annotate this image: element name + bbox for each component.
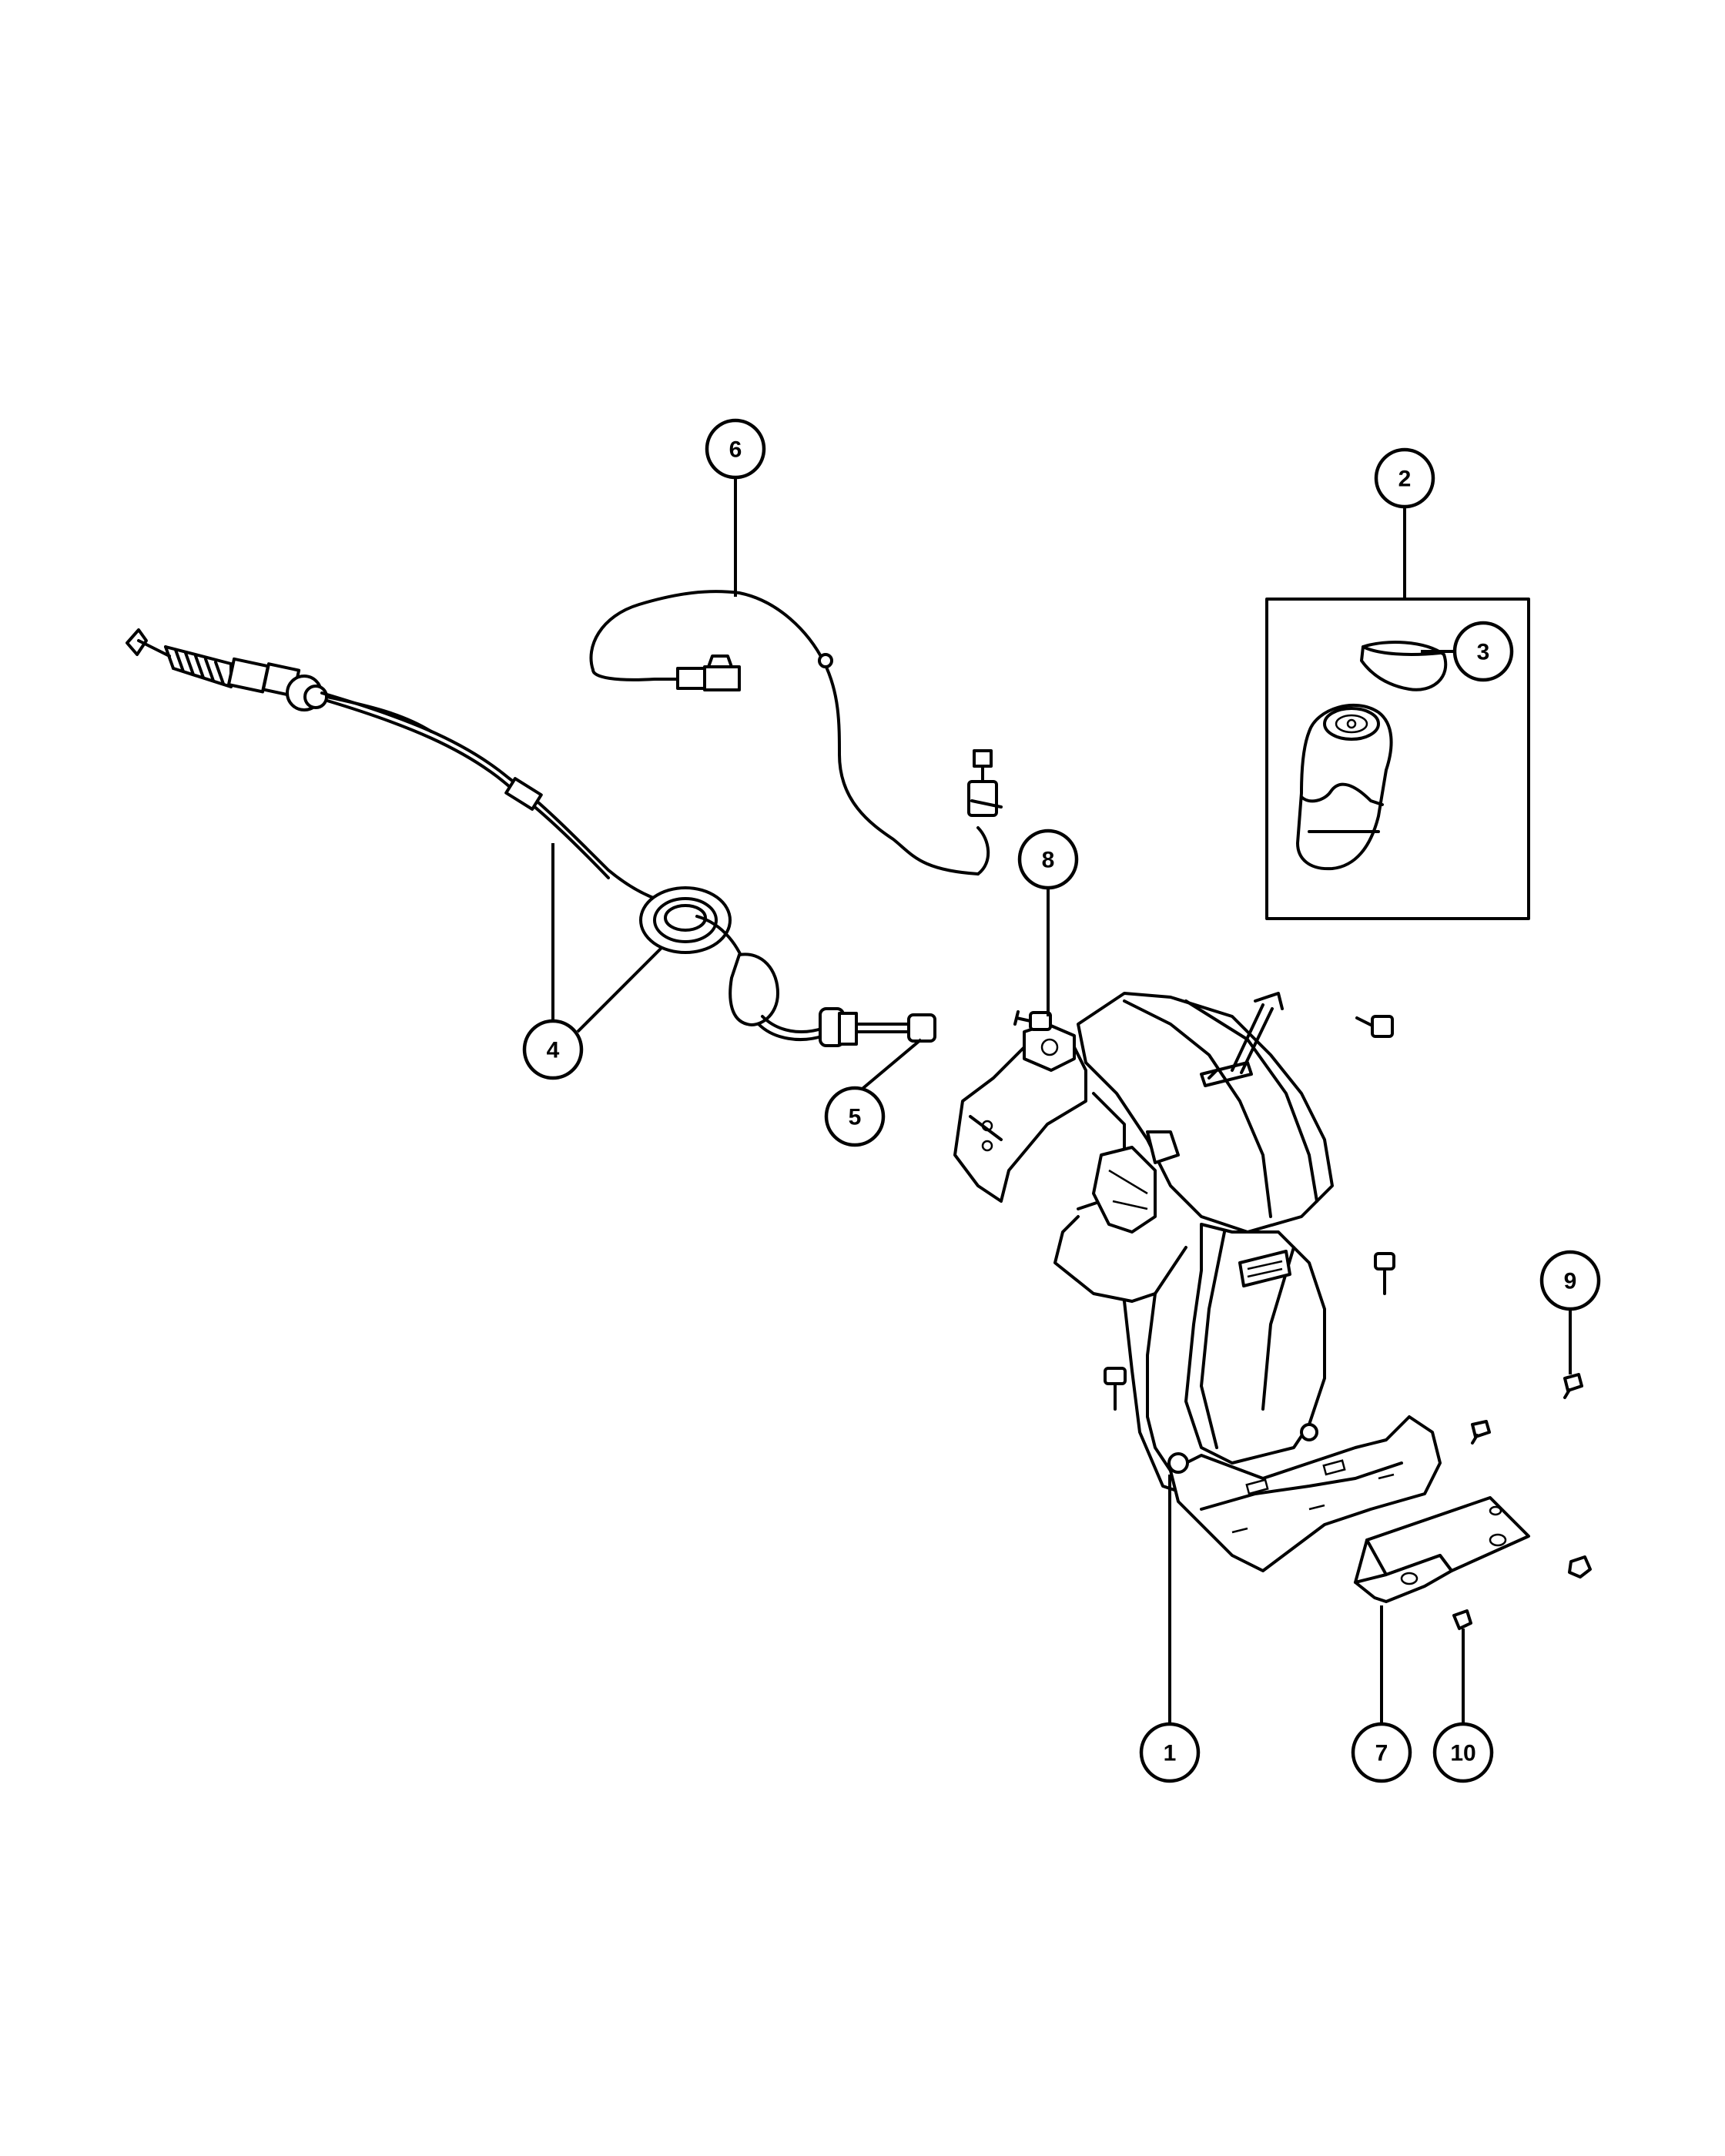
svg-text:9: 9 [1564,1269,1577,1294]
shift-knob-group [1265,598,1530,920]
shifter-housing [953,992,1442,1572]
fasteners [1013,1010,1592,1630]
bolt-upper-right [1355,1015,1394,1038]
svg-text:2: 2 [1398,467,1412,492]
svg-text:7: 7 [1375,1741,1388,1766]
svg-text:8: 8 [1042,848,1055,873]
shift-cable-assembly [126,628,936,1047]
callout-3: 3 [1452,621,1514,682]
nut-right [1568,1555,1592,1578]
svg-text:1: 1 [1164,1741,1177,1766]
svg-text:4: 4 [547,1038,560,1063]
svg-text:6: 6 [729,437,742,463]
shift-knob [1296,704,1393,871]
callout-9: 9 [1539,1250,1601,1311]
shift-knob-box [1265,598,1530,920]
callout-5: 5 [824,1086,886,1147]
svg-text:5: 5 [849,1105,862,1130]
callout-7: 7 [1351,1722,1412,1783]
callout-1: 1 [1139,1722,1201,1783]
screw-bracket [1471,1420,1491,1445]
callout-8: 8 [1017,829,1079,890]
callout-6: 6 [705,418,766,480]
clip-10 [1452,1609,1472,1630]
svg-text:10: 10 [1450,1741,1475,1766]
bolt-lower-left [1104,1367,1127,1411]
callout-2: 2 [1374,447,1435,509]
callout-4: 4 [522,1019,584,1080]
bolt-middle-right [1374,1252,1395,1295]
mounting-bracket [1354,1496,1530,1603]
leader-lines [551,477,1572,1726]
wiring-harness [589,590,1003,875]
callout-10: 10 [1432,1722,1494,1783]
screw-9 [1563,1373,1583,1399]
svg-text:3: 3 [1477,640,1490,665]
bolt-8 [1013,1010,1052,1031]
